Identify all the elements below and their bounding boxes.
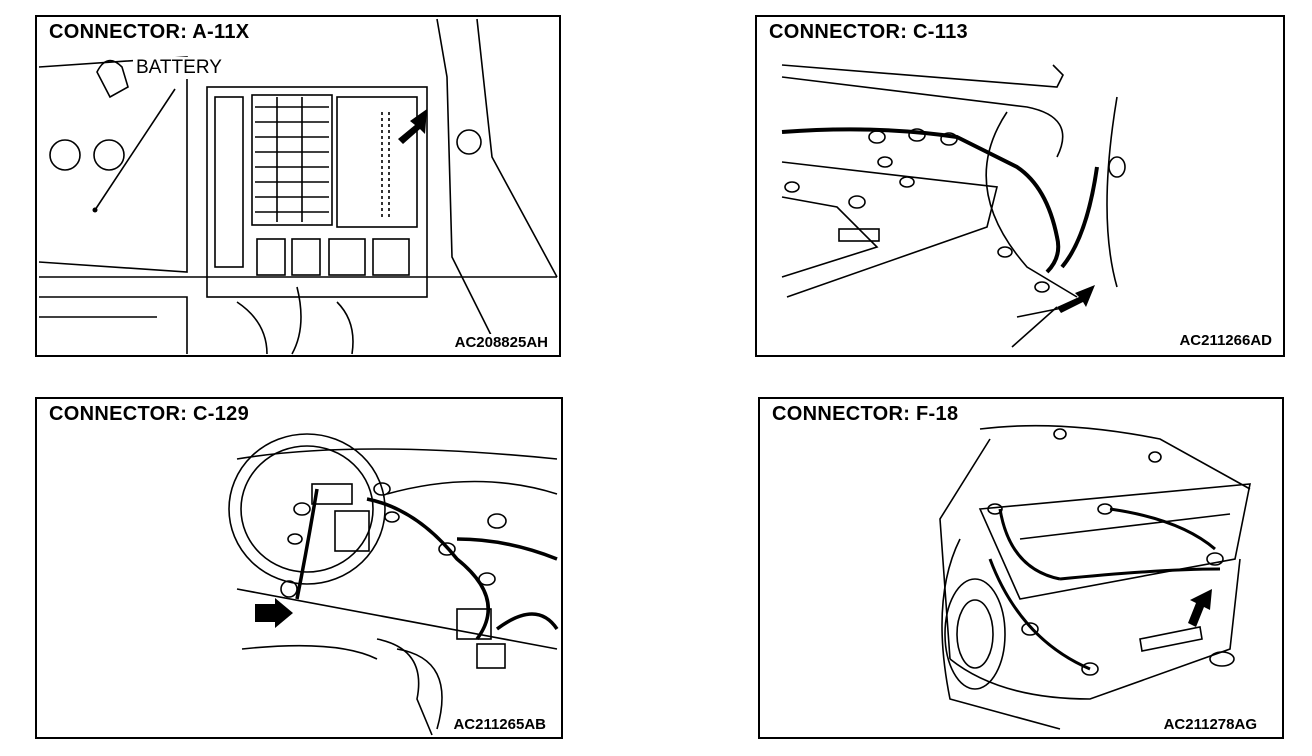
- figure-code: AC211278AG: [1160, 716, 1260, 733]
- figure-code: AC211266AD: [1176, 332, 1275, 349]
- connector-c-129-panel: CONNECTOR: C-129 AC211265AB: [35, 397, 563, 739]
- steering-column-illustration: [228, 433, 559, 736]
- figure-code: AC211265AB: [450, 716, 549, 733]
- engine-compartment-illustration: [38, 18, 558, 355]
- connector-title: CONNECTOR: F-18: [768, 403, 963, 426]
- battery-callout: BATTERY: [133, 57, 225, 79]
- connector-title: CONNECTOR: C-113: [765, 21, 972, 44]
- figure-code: AC208825AH: [451, 334, 551, 351]
- connector-title: CONNECTOR: A-11X: [45, 21, 254, 44]
- connector-f-18-panel: CONNECTOR: F-18 AC211278AG: [758, 397, 1284, 739]
- connector-c-113-panel: CONNECTOR: C-113 AC211266AD: [755, 15, 1285, 357]
- connector-a-11x-panel: CONNECTOR: A-11X BATTERY AC208825AH: [35, 15, 561, 357]
- connector-title: CONNECTOR: C-129: [45, 403, 254, 426]
- vehicle-rear-illustration: [939, 424, 1251, 730]
- instrument-panel-side-illustration: [781, 64, 1126, 348]
